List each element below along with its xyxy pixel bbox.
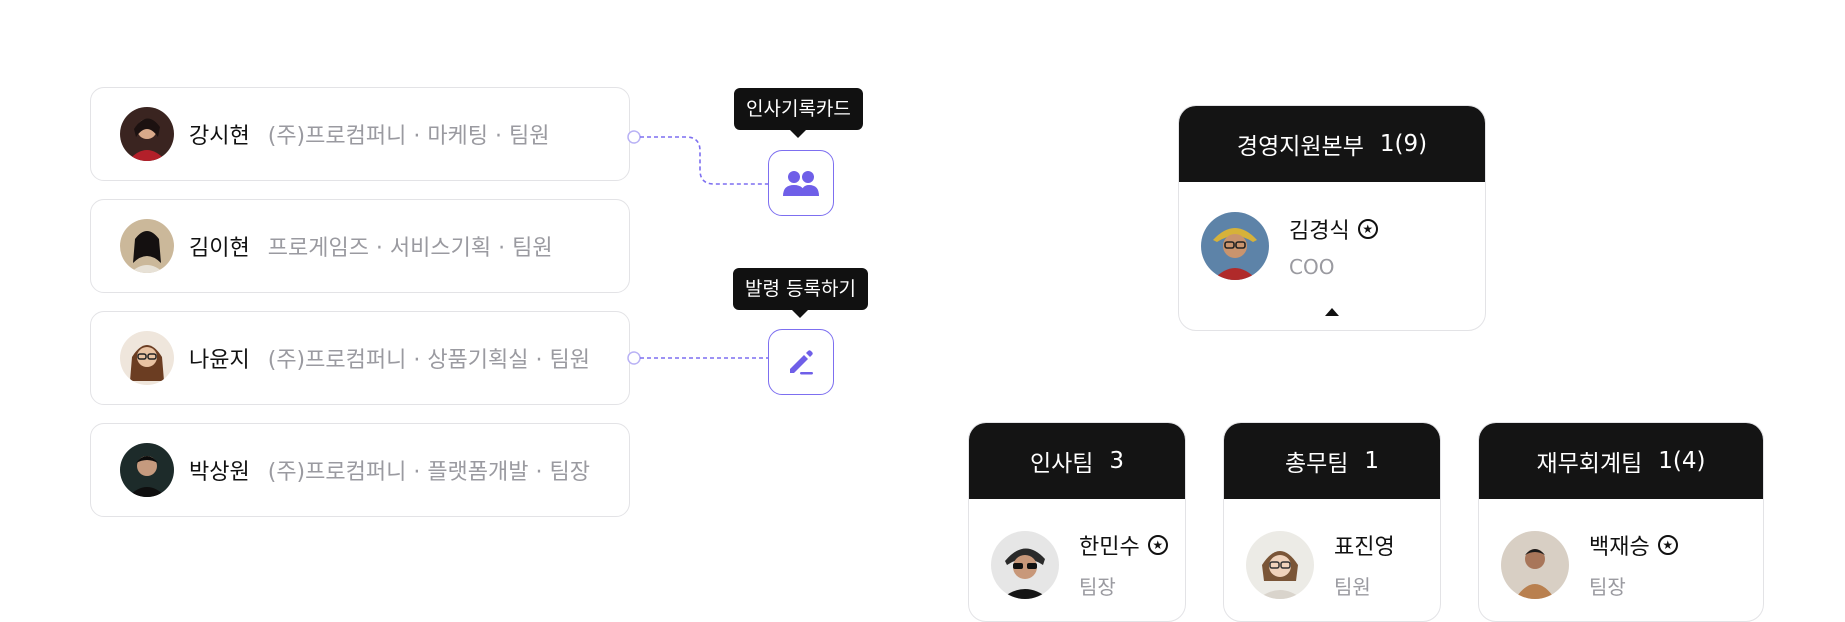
org-node-header: 재무회계팀 1(4) xyxy=(1479,423,1763,499)
avatar xyxy=(991,531,1059,599)
org-node-header: 경영지원본부 1(9) xyxy=(1179,106,1485,182)
avatar xyxy=(1501,531,1569,599)
org-node-title: 총무팀 xyxy=(1285,444,1348,478)
org-node-title: 인사팀 xyxy=(1030,444,1093,478)
connector-dot xyxy=(628,352,640,364)
person-role: 팀장 xyxy=(1079,571,1168,600)
org-node-header: 총무팀 1 xyxy=(1224,423,1440,499)
org-node-count: 1 xyxy=(1364,448,1379,474)
org-node-team[interactable]: 인사팀 3 한민수 ★ 팀장 xyxy=(968,422,1186,622)
leader-star-icon: ★ xyxy=(1148,535,1168,555)
pencil-icon xyxy=(784,345,818,379)
org-node-header: 인사팀 3 xyxy=(969,423,1185,499)
org-node-count: 1(9) xyxy=(1380,131,1427,157)
hr-card-button[interactable] xyxy=(768,150,834,216)
person-role: COO xyxy=(1289,255,1378,279)
person-name: 김경식 xyxy=(1289,213,1350,245)
person-name: 한민수 xyxy=(1079,529,1140,561)
org-node-count: 1(4) xyxy=(1658,448,1705,474)
person-role: 팀원 xyxy=(1334,571,1395,600)
leader-star-icon: ★ xyxy=(1358,219,1378,239)
org-node-team[interactable]: 총무팀 1 표진영 팀원 xyxy=(1223,422,1441,622)
org-node-team[interactable]: 재무회계팀 1(4) 백재승 ★ 팀장 xyxy=(1478,422,1764,622)
appointment-button[interactable] xyxy=(768,329,834,395)
collapse-caret-icon[interactable] xyxy=(1325,308,1339,316)
person-name: 백재승 xyxy=(1589,529,1650,561)
org-node-count: 3 xyxy=(1109,448,1124,474)
org-node-title: 재무회계팀 xyxy=(1536,444,1642,478)
connector-dot xyxy=(628,131,640,143)
tooltip-hr-card: 인사기록카드 xyxy=(734,88,863,130)
connector-line xyxy=(640,137,768,184)
org-node-root[interactable]: 경영지원본부 1(9) 김경식 ★ COO xyxy=(1178,105,1486,331)
people-icon xyxy=(781,168,821,198)
person-role: 팀장 xyxy=(1589,571,1678,600)
connector-lines xyxy=(0,0,860,600)
tooltip-appointment: 발령 등록하기 xyxy=(733,268,868,310)
org-node-title: 경영지원본부 xyxy=(1237,127,1364,161)
avatar xyxy=(1246,531,1314,599)
avatar xyxy=(1201,212,1269,280)
person-name: 표진영 xyxy=(1334,529,1395,561)
leader-star-icon: ★ xyxy=(1658,535,1678,555)
